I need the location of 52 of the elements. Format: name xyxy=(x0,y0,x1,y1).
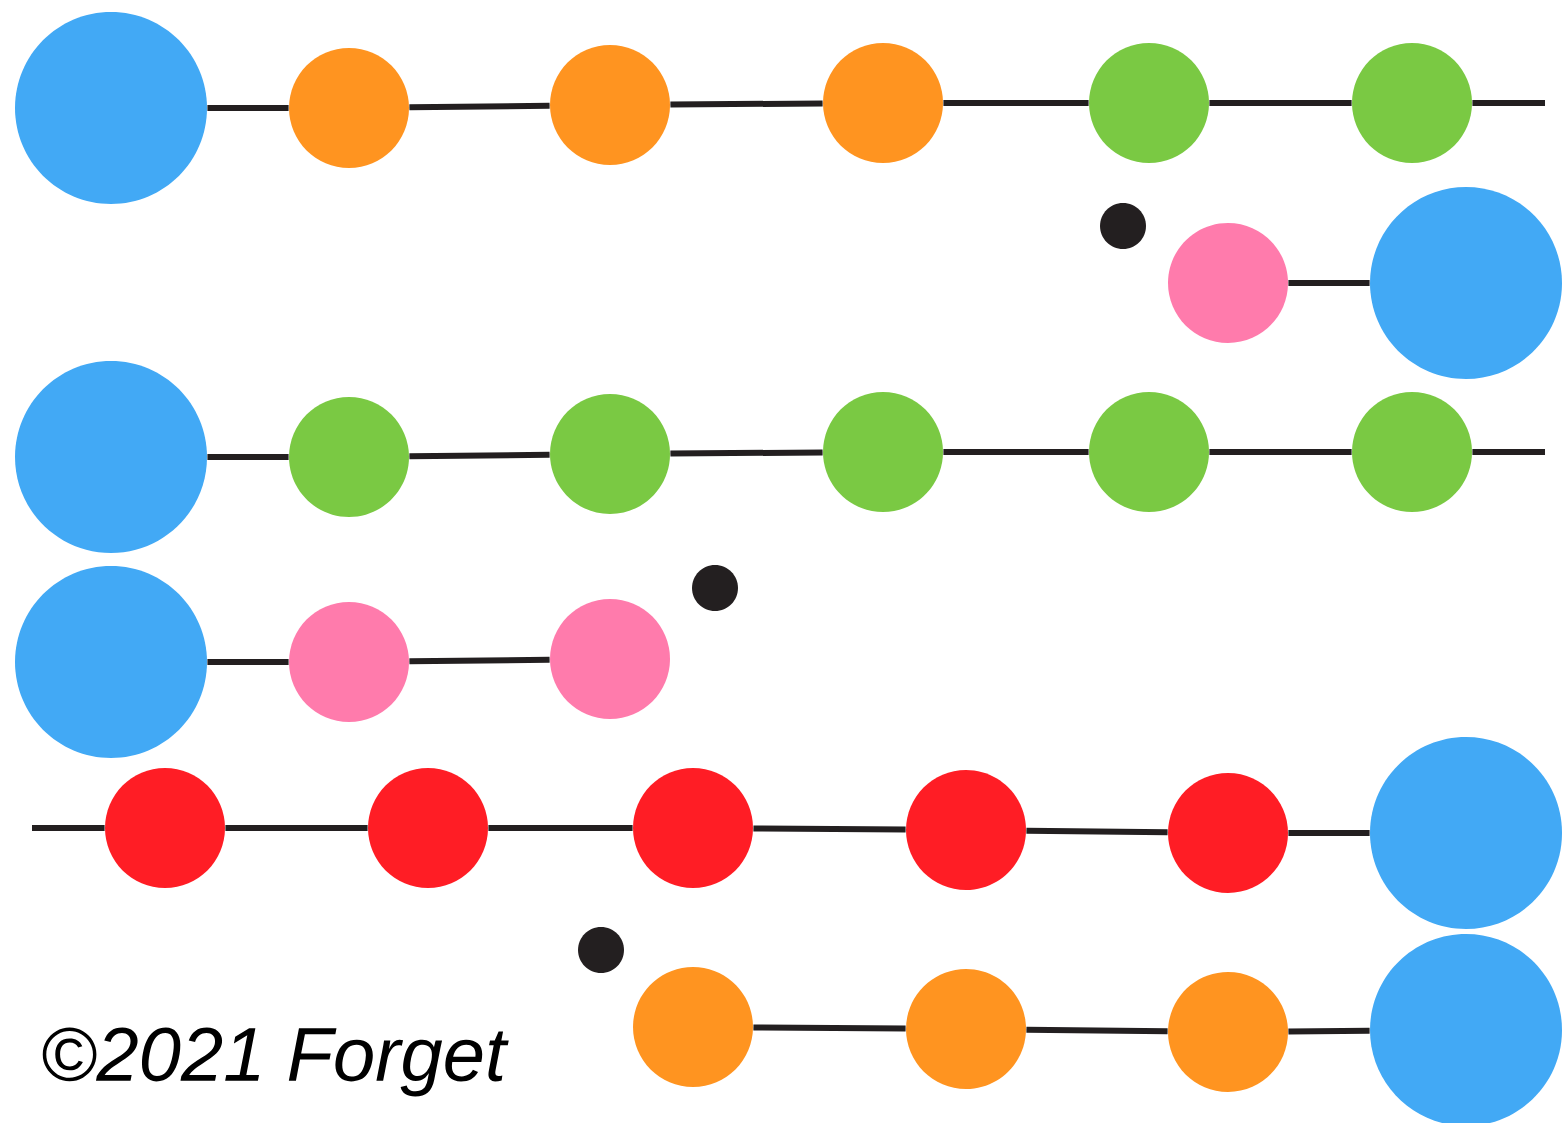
circle xyxy=(1089,392,1209,512)
circle xyxy=(550,599,670,719)
circle xyxy=(906,770,1026,890)
large-circle xyxy=(15,12,207,204)
connector-line xyxy=(1209,449,1352,455)
connector-line xyxy=(409,656,550,665)
connector-line xyxy=(1026,1026,1168,1035)
circle xyxy=(823,43,943,163)
connector-line xyxy=(1209,100,1352,106)
circle xyxy=(550,45,670,165)
connector-line xyxy=(207,659,289,665)
dot xyxy=(692,565,738,611)
large-circle xyxy=(1370,737,1562,929)
connector-line xyxy=(225,825,368,831)
circle xyxy=(105,768,225,888)
circle xyxy=(1168,223,1288,343)
connector-line xyxy=(753,1024,906,1032)
large-circle xyxy=(15,361,207,553)
large-circle xyxy=(1370,187,1562,379)
dot xyxy=(1100,203,1146,249)
connector-line xyxy=(32,825,105,831)
connector-line xyxy=(1288,280,1370,286)
connector-line xyxy=(753,825,906,833)
connector-line xyxy=(1288,830,1370,836)
circle xyxy=(633,967,753,1087)
circle xyxy=(1089,43,1209,163)
connector-line xyxy=(1026,827,1168,836)
connector-line xyxy=(943,100,1089,106)
circle xyxy=(1168,773,1288,893)
circle xyxy=(1168,972,1288,1092)
large-circle xyxy=(15,566,207,758)
circle xyxy=(823,392,943,512)
connector-line xyxy=(943,449,1089,455)
connector-line xyxy=(409,102,550,111)
circle xyxy=(289,48,409,168)
connector-line xyxy=(207,105,289,111)
circle xyxy=(1352,392,1472,512)
dot xyxy=(578,927,624,973)
circle xyxy=(550,394,670,514)
connector-line xyxy=(670,100,823,108)
connector-line xyxy=(1288,1027,1370,1035)
copyright-note: ©2021 Forget xyxy=(42,1027,509,1097)
circle xyxy=(1352,43,1472,163)
connector-line xyxy=(488,825,633,831)
circle xyxy=(633,768,753,888)
circle xyxy=(289,602,409,722)
circle xyxy=(289,397,409,517)
connector-line xyxy=(670,449,823,457)
connector-line xyxy=(207,454,289,460)
circle xyxy=(368,768,488,888)
circle xyxy=(906,969,1026,1089)
connector-line xyxy=(409,451,550,460)
